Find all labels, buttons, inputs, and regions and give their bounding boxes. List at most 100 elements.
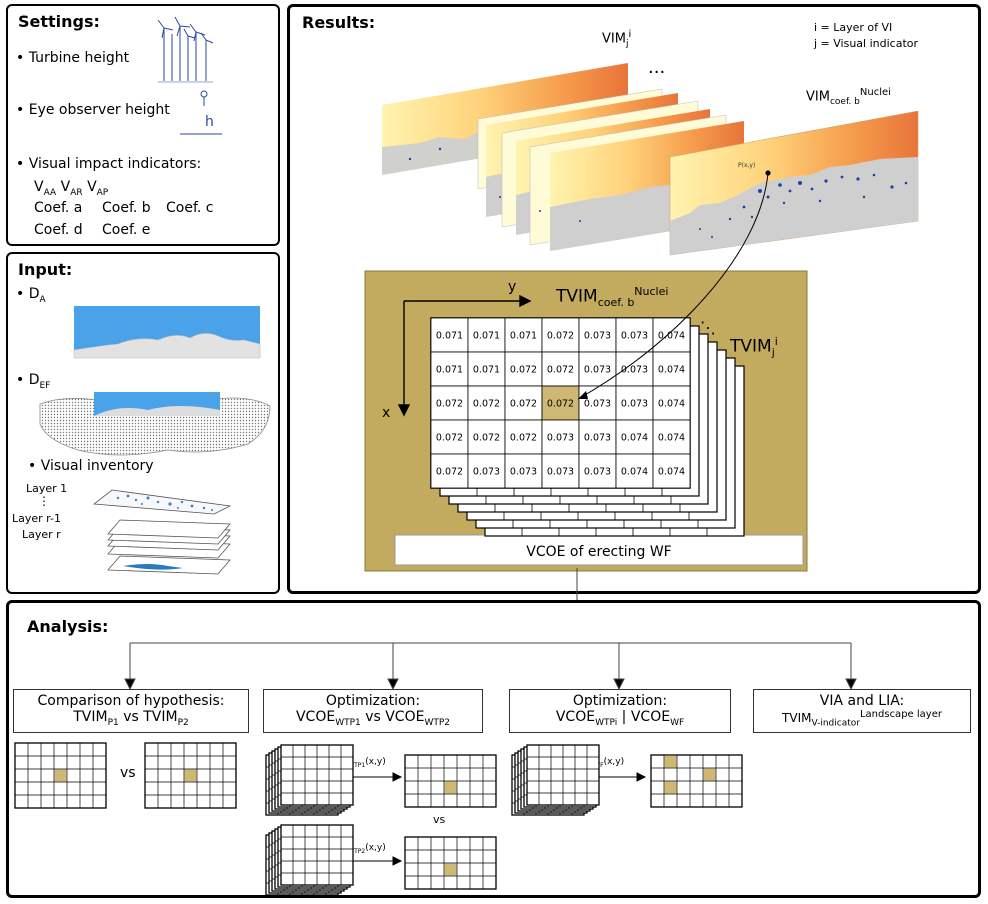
coef-a: Coef. a (34, 200, 83, 216)
layer-1-label: Layer 1 (26, 482, 68, 495)
tvim-cell-value: 0.071 (436, 331, 463, 342)
highlight-cell (54, 769, 67, 782)
stack-dots: ⋱ (700, 318, 716, 337)
grid-result-wf (650, 754, 743, 808)
axis-x-label: x (382, 405, 390, 421)
tvim-cell (541, 317, 580, 353)
grid-stack-wtpi-top (526, 744, 600, 806)
analysis-box-comparison: Comparison of hypothesis: TVIMP1 vs TVIM… (13, 689, 249, 733)
settings-graphics: h (157, 16, 222, 135)
grid-result-wtp2 (404, 836, 497, 890)
input-title: Input: (18, 260, 73, 279)
tvim-cell (504, 385, 543, 421)
tvim-cell (615, 453, 654, 489)
grid-result-wtp1 (404, 754, 497, 808)
coef-b: Coef. b (102, 200, 151, 216)
highlight-cell (664, 781, 677, 794)
visual-inventory-layers (92, 489, 232, 575)
vcoe-label: VCOE of erecting WF (526, 544, 671, 560)
results-panel: Results: i = Layer of VI j = Visual indi… (287, 4, 981, 594)
results-title: Results: (302, 13, 376, 32)
p-arrow (577, 172, 769, 400)
v-indicators: VAA VAR VAP (34, 179, 109, 198)
axis-y-label: y (508, 279, 516, 295)
tvim-cell-value: 0.072 (436, 433, 463, 444)
tvim-cell (541, 419, 580, 455)
coef-e: Coef. e (102, 222, 151, 238)
eye-observer-height-label: Eye observer height (16, 102, 170, 118)
tvim-cell (541, 453, 580, 489)
tvim-cell-value: 0.071 (510, 331, 537, 342)
analysis-box-optimization-1: Optimization: VCOEWTP1 vs VCOEWTP2 (263, 689, 483, 733)
tvim-cell-value: 0.073 (584, 467, 611, 478)
input-panel: Input: DA DEF Visual inventory Layer 1 ⋮… (6, 252, 280, 594)
vs-label-1: vs (120, 765, 136, 781)
grid-hypothesis-p2 (144, 742, 237, 809)
tvim-cell (615, 385, 654, 421)
tvim-title: TVIMcoef. bNuclei (556, 285, 669, 310)
tvim-cell-value: 0.074 (658, 467, 685, 478)
vim-coef-label: VIMcoef. bNuclei (806, 87, 891, 107)
tvim-cell (504, 317, 543, 353)
tvim-cell (504, 419, 543, 455)
tvim-cell (430, 351, 469, 387)
tvim-cell-value: 0.074 (658, 331, 685, 342)
def-map (39, 392, 271, 456)
tvim-cell-value: 0.073 (547, 467, 574, 478)
ellipsis: ... (648, 57, 666, 78)
tvim-cell-value: 0.071 (473, 331, 500, 342)
tvim-cell-value: 0.072 (547, 365, 574, 376)
turbine-height-label: Turbine height (16, 50, 129, 66)
layer-r1-label: Layer r-1 (12, 512, 61, 525)
tvim-cell (578, 453, 617, 489)
point-label: P(x,y) (738, 162, 755, 169)
tvim-cell-value: 0.072 (436, 467, 463, 478)
vim-label: VIMji (602, 29, 632, 49)
tvim-cell-value: 0.074 (658, 433, 685, 444)
input-graphics (39, 306, 271, 575)
tvim-cell (504, 453, 543, 489)
analysis-graphics (14, 642, 857, 896)
highlight-cell (703, 768, 716, 781)
branch-connectors (124, 642, 857, 691)
grid-stack-wtp2-top (280, 824, 354, 886)
visual-inventory-label: Visual inventory (16, 458, 154, 474)
settings-title: Settings: (18, 12, 100, 31)
tvim-cell-value: 0.073 (473, 467, 500, 478)
analysis-title: Analysis: (27, 617, 109, 636)
tvim-cell-value: 0.071 (436, 365, 463, 376)
tvim-cell-value: 0.072 (547, 399, 574, 410)
layer-r-label: Layer r (22, 528, 61, 541)
tvim-cell (652, 419, 691, 455)
highlight-cell (444, 863, 457, 876)
tvim-cell (430, 453, 469, 489)
tvim-cell-value: 0.072 (436, 399, 463, 410)
grid-stack-wtp1-top (280, 744, 354, 806)
vim-sheet-front: P(x,y) (669, 110, 919, 256)
tvim-cell (541, 385, 580, 421)
highlight-cell (444, 781, 457, 794)
wind-turbine-icon (157, 16, 214, 83)
tvim-cell-value: 0.072 (510, 365, 537, 376)
legend-i: i = Layer of VI (814, 21, 893, 34)
tvim-cell (430, 317, 469, 353)
tvim-cell-value: 0.074 (658, 365, 685, 376)
observer-icon (180, 90, 222, 135)
da-map (73, 306, 261, 359)
highlight-cell (184, 769, 197, 782)
coef-d: Coef. d (34, 222, 83, 238)
settings-panel: Settings: Turbine height Eye observer he… (6, 4, 280, 246)
tvim-cell-value: 0.074 (621, 433, 648, 444)
mini-grids (14, 742, 743, 896)
tvim-cell-value: 0.072 (510, 433, 537, 444)
tvim-cell (467, 453, 506, 489)
p-arrow-head (578, 391, 588, 399)
analysis-panel: Analysis: Comparison of hypothesis: TVIM… (6, 600, 981, 898)
tvim-cell-value: 0.073 (621, 331, 648, 342)
highlight-cell (664, 755, 677, 768)
analysis-box-optimization-2: Optimization: VCOEWTPi | VCOEWF (509, 689, 731, 733)
tvim-cell-value: 0.073 (584, 399, 611, 410)
tvim-cell (652, 317, 691, 353)
tvim-cell (578, 419, 617, 455)
tvim-cell-value: 0.072 (473, 399, 500, 410)
